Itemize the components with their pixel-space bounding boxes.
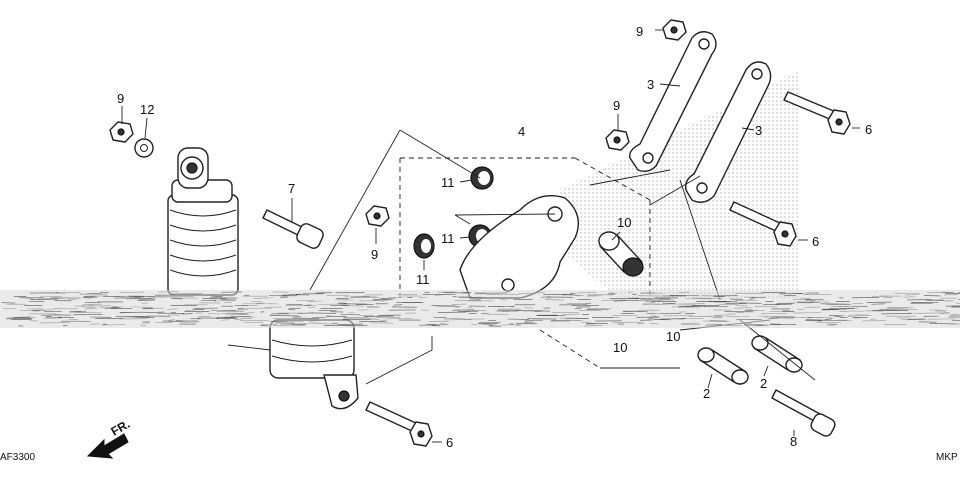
bolt-6-mid <box>729 201 797 247</box>
callout-9-right: 9 <box>613 98 620 113</box>
seal-11-left <box>413 233 435 259</box>
bolt-6-bottom <box>365 401 433 447</box>
callout-2-left: 2 <box>703 386 710 401</box>
nut-9-mid <box>365 205 390 227</box>
callout-4: 4 <box>518 124 525 139</box>
bolt-8 <box>771 389 836 437</box>
callout-10-a: 10 <box>617 215 631 230</box>
bolt-7 <box>262 209 324 249</box>
callout-2-right: 2 <box>760 376 767 391</box>
callout-6-mid: 6 <box>812 234 819 249</box>
front-label: FR. <box>109 417 133 439</box>
callout-6-bottom: 6 <box>446 435 453 450</box>
callout-11-left: 11 <box>416 272 430 287</box>
diagram-code-right: MKP <box>936 452 958 463</box>
diagram-code-left: AF3300 <box>0 452 35 463</box>
collar-2-left <box>697 347 749 385</box>
callout-11-top: 11 <box>441 175 455 190</box>
callout-12: 12 <box>140 102 154 117</box>
callout-3-rear: 3 <box>755 123 762 138</box>
callout-6-top: 6 <box>865 122 872 137</box>
connecting-rod-3-rear <box>684 61 772 203</box>
seal-11-top <box>470 166 494 190</box>
callout-9-mid: 9 <box>371 247 378 262</box>
callout-8: 8 <box>790 434 797 449</box>
callout-9-top-right: 9 <box>636 24 643 39</box>
nut-9-top-right <box>662 19 687 41</box>
shock-absorber <box>167 147 359 410</box>
collar-2-right <box>751 335 803 373</box>
callout-7: 7 <box>288 181 295 196</box>
front-direction-arrow: FR. <box>86 417 133 459</box>
washer-12 <box>134 138 154 158</box>
bolt-6-top <box>783 91 851 135</box>
shock-link-arm <box>459 195 579 299</box>
scan-noise-band <box>0 290 960 328</box>
nut-9-right <box>605 129 630 151</box>
callout-3-front: 3 <box>647 77 654 92</box>
callout-10-c: 10 <box>666 329 680 344</box>
leader-lines <box>121 29 860 443</box>
bushing-10 <box>598 231 644 277</box>
connecting-rod-3-front <box>629 31 717 173</box>
nut-9-left <box>109 121 134 143</box>
callout-11-mid: 11 <box>441 231 455 246</box>
callout-10-b: 10 <box>613 340 627 355</box>
callout-9-left: 9 <box>117 91 124 106</box>
